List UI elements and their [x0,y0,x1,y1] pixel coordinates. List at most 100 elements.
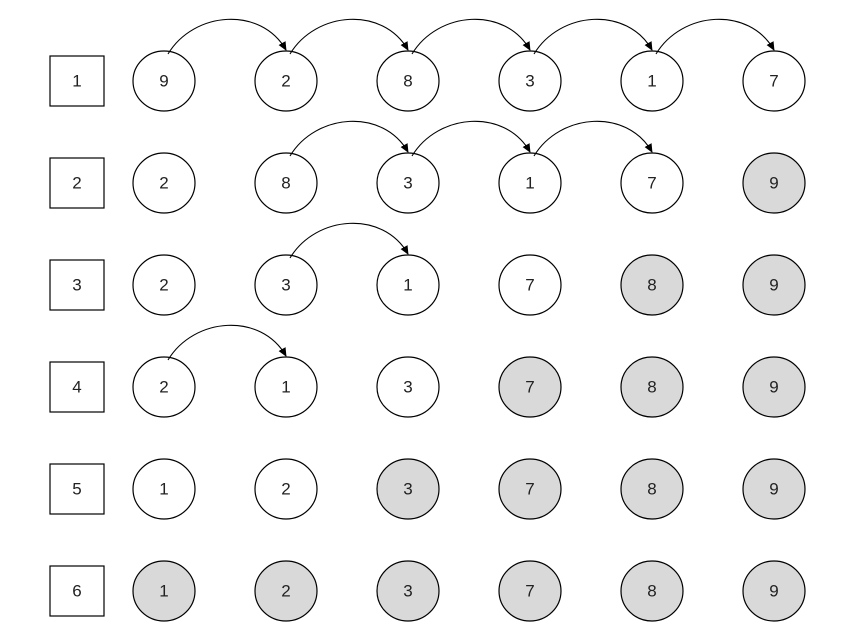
step-box [49,361,105,413]
step-box [49,565,105,617]
node-value: 8 [403,72,412,91]
step-box [49,259,105,311]
node-value: 8 [647,480,656,499]
unsorted-node [132,356,196,418]
sorted-node [498,560,562,622]
node-value: 3 [403,480,412,499]
sorted-node [498,458,562,520]
sorted-node [620,356,684,418]
row-6: 6 1 2 3 7 8 9 [49,560,806,622]
node-value: 1 [403,276,412,295]
node-value: 8 [281,174,290,193]
node-value: 3 [403,582,412,601]
unsorted-node [498,254,562,316]
node-value: 7 [525,582,534,601]
node-value: 9 [159,72,168,91]
node-value: 8 [647,582,656,601]
unsorted-node [376,356,440,418]
sorted-node [620,254,684,316]
node-value: 2 [159,174,168,193]
step-box [49,55,105,107]
sorted-node [742,356,806,418]
swap-arrow [533,120,653,157]
node-value: 2 [159,276,168,295]
row-4: 4 2 1 3 7 8 9 [49,324,806,418]
sorted-node [132,560,196,622]
node-value: 9 [769,276,778,295]
node-value: 2 [281,480,290,499]
row-2: 2 2 8 3 1 7 9 [49,120,806,214]
node-value: 8 [647,276,656,295]
row-3: 3 2 3 1 7 8 9 [49,222,806,316]
unsorted-node [132,50,196,112]
node-value: 8 [647,378,656,397]
step-label: 4 [72,378,81,397]
unsorted-node [254,356,318,418]
sorted-node [742,560,806,622]
unsorted-node [254,50,318,112]
unsorted-node [376,152,440,214]
node-value: 7 [647,174,656,193]
swap-arrow [289,18,409,55]
node-value: 2 [159,378,168,397]
sorted-node [620,458,684,520]
node-value: 1 [159,582,168,601]
step-label: 6 [72,582,81,601]
unsorted-node [620,152,684,214]
sorted-node [742,152,806,214]
sorted-node [376,458,440,520]
row-1: 1 9 2 8 3 1 7 [49,18,806,112]
node-value: 3 [403,174,412,193]
unsorted-node [254,458,318,520]
swap-arrow [167,324,287,361]
unsorted-node [376,254,440,316]
node-value: 3 [281,276,290,295]
unsorted-node [620,50,684,112]
sorted-node [254,560,318,622]
unsorted-node [742,50,806,112]
node-value: 1 [525,174,534,193]
node-value: 3 [525,72,534,91]
node-value: 7 [769,72,778,91]
sorted-node [498,356,562,418]
swap-arrow [411,18,531,55]
unsorted-node [132,254,196,316]
node-value: 1 [647,72,656,91]
node-value: 9 [769,480,778,499]
unsorted-node [498,50,562,112]
unsorted-node [376,50,440,112]
node-value: 3 [403,378,412,397]
step-label: 2 [72,174,81,193]
swap-arrow [289,120,409,157]
unsorted-node [132,152,196,214]
swap-arrow [289,222,409,259]
sorted-node [620,560,684,622]
node-value: 9 [769,174,778,193]
node-value: 9 [769,582,778,601]
step-label: 1 [72,72,81,91]
swap-arrow [167,18,287,55]
node-value: 2 [281,582,290,601]
unsorted-node [132,458,196,520]
sorted-node [742,254,806,316]
sorted-node [376,560,440,622]
sorted-node [742,458,806,520]
node-value: 2 [281,72,290,91]
step-box [49,463,105,515]
swap-arrow [411,120,531,157]
swap-arrow [655,18,775,55]
unsorted-node [254,254,318,316]
node-value: 1 [281,378,290,397]
unsorted-node [498,152,562,214]
swap-arrow [533,18,653,55]
node-value: 7 [525,276,534,295]
step-box [49,157,105,209]
step-label: 3 [72,276,81,295]
node-value: 7 [525,480,534,499]
unsorted-node [254,152,318,214]
node-value: 9 [769,378,778,397]
node-value: 7 [525,378,534,397]
